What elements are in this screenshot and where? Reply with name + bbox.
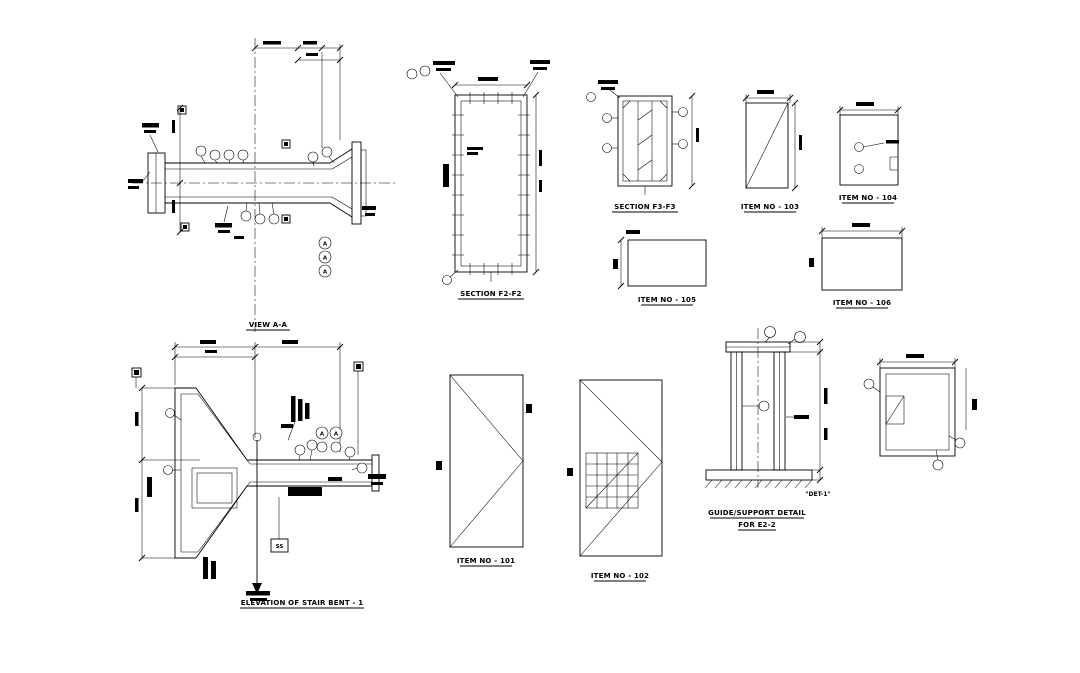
marker-a-label: A — [334, 432, 339, 438]
ss-tag-label: SS — [276, 544, 284, 550]
marker-a-label: A — [323, 270, 328, 276]
view-a-a: A A A VIEW A-A — [128, 38, 398, 332]
section-f2-f2: SECTION F2-F2 — [406, 60, 550, 300]
elevation-stair-bent-1: SS A A — [131, 340, 386, 609]
guide-support-subtitle: FOR E2-2 — [738, 521, 776, 529]
rod-tip — [252, 583, 262, 594]
section-f3-f3: SECTION F3-F3 — [586, 80, 699, 213]
base-plate-plan-detail — [863, 354, 977, 471]
elevation-title: ELEVATION OF STAIR BENT - 1 — [241, 599, 364, 607]
item-106-title: ITEM NO - 106 — [833, 299, 891, 307]
item-105: ITEM NO - 105 — [613, 230, 707, 306]
elevation-balloons: A A — [163, 408, 368, 475]
item-103: ITEM NO - 103 — [741, 90, 802, 213]
guide-support-title: GUIDE/SUPPORT DETAIL — [708, 509, 806, 517]
item-104-title: ITEM NO - 104 — [839, 194, 897, 202]
view-marker-a: A A A — [318, 236, 332, 278]
item-102: ITEM NO - 102 — [567, 379, 663, 582]
view-aa-title: VIEW A-A — [249, 321, 288, 329]
item-106: ITEM NO - 106 — [809, 223, 906, 309]
section-flag-a — [131, 361, 364, 455]
section-f2f2-title: SECTION F2-F2 — [460, 290, 521, 298]
bolt-hole — [854, 142, 864, 152]
marker-a-label: A — [320, 432, 325, 438]
section-cut-flags — [177, 105, 291, 232]
support-pad — [288, 487, 322, 496]
det-1-label: "DET-1" — [805, 491, 830, 498]
section-f3f3-title: SECTION F3-F3 — [614, 203, 675, 211]
marker-a-label: A — [323, 242, 328, 248]
item-103-title: ITEM NO - 103 — [741, 203, 799, 211]
annotation-blocks — [128, 123, 376, 239]
guide-support-detail: "DET-1" GUIDE/SUPPORT DETAIL FOR E2-2 — [704, 326, 831, 531]
item-101: ITEM NO - 101 — [436, 374, 532, 567]
bolt-hole — [854, 164, 864, 174]
item-104: ITEM NO - 104 — [836, 102, 902, 204]
callout-balloons — [195, 145, 335, 225]
item-105-title: ITEM NO - 105 — [638, 296, 696, 304]
elevation-annotation-blocks — [147, 396, 386, 601]
marker-a-label: A — [323, 256, 328, 262]
item-101-title: ITEM NO - 101 — [457, 557, 515, 565]
item-102-title: ITEM NO - 102 — [591, 572, 649, 580]
